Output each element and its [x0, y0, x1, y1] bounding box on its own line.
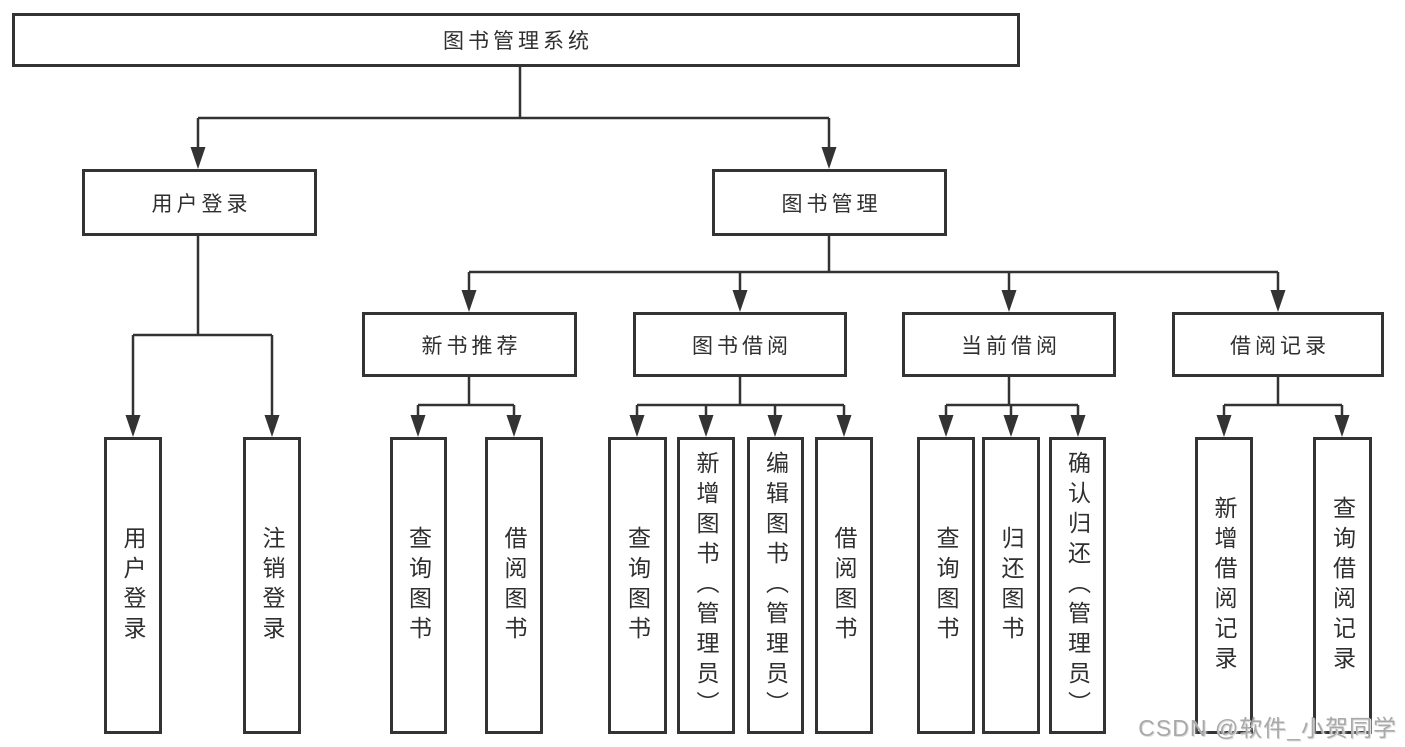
node-borrow-books-recommend: 借阅图书	[485, 437, 543, 734]
node-label: 查询借阅记录	[1329, 495, 1356, 676]
node-book-management: 图书管理	[712, 169, 947, 236]
arrowheads	[125, 147, 1350, 437]
node-label: 编辑图书（管理员）	[762, 450, 789, 721]
node-label: 查询图书	[624, 525, 651, 646]
node-edit-book-admin: 编辑图书（管理员）	[747, 437, 804, 734]
node-user-login: 用户登录	[82, 169, 317, 236]
node-logout: 注销登录	[243, 437, 301, 734]
node-book-borrowing: 图书借阅	[633, 312, 847, 377]
node-label: 图书借阅	[692, 334, 792, 358]
node-query-books-current: 查询图书	[917, 437, 975, 734]
node-library-management-system: 图书管理系统	[12, 13, 1020, 67]
node-add-book-admin: 新增图书（管理员）	[677, 437, 735, 734]
node-return-books: 归还图书	[982, 437, 1040, 734]
node-label: 注销登录	[259, 525, 285, 646]
node-label: 新增借阅记录	[1211, 495, 1237, 676]
node-label: 当前借阅	[961, 334, 1061, 358]
node-label: 查询图书	[933, 525, 959, 646]
node-label: 查询图书	[405, 525, 432, 646]
node-query-borrow-record: 查询借阅记录	[1313, 437, 1372, 734]
node-label: 新书推荐	[421, 334, 522, 358]
node-user-login-leaf: 用户登录	[104, 437, 162, 734]
node-label: 借阅记录	[1230, 334, 1330, 358]
node-borrowing-records: 借阅记录	[1172, 312, 1384, 377]
csdn-watermark: CSDN @软件_小贺同学	[1138, 715, 1397, 741]
node-query-books-borrowing: 查询图书	[608, 437, 667, 734]
node-label: 新增图书（管理员）	[693, 450, 719, 721]
node-borrow-books-borrowing: 借阅图书	[815, 437, 873, 734]
node-label: 归还图书	[998, 525, 1024, 646]
node-current-borrowing: 当前借阅	[902, 312, 1116, 377]
node-label: 图书管理系统	[443, 30, 593, 53]
node-label: 用户登录	[151, 192, 252, 216]
node-label: 借阅图书	[831, 525, 857, 646]
node-label: 确认归还（管理员）	[1064, 450, 1091, 721]
node-new-book-recommendation: 新书推荐	[362, 312, 577, 377]
node-confirm-return-admin: 确认归还（管理员）	[1049, 437, 1106, 734]
node-label: 用户登录	[120, 525, 146, 646]
node-label: 图书管理	[781, 192, 882, 216]
node-query-books-recommend: 查询图书	[390, 437, 447, 734]
node-label: 借阅图书	[501, 525, 527, 646]
node-add-borrow-record: 新增借阅记录	[1195, 437, 1253, 734]
